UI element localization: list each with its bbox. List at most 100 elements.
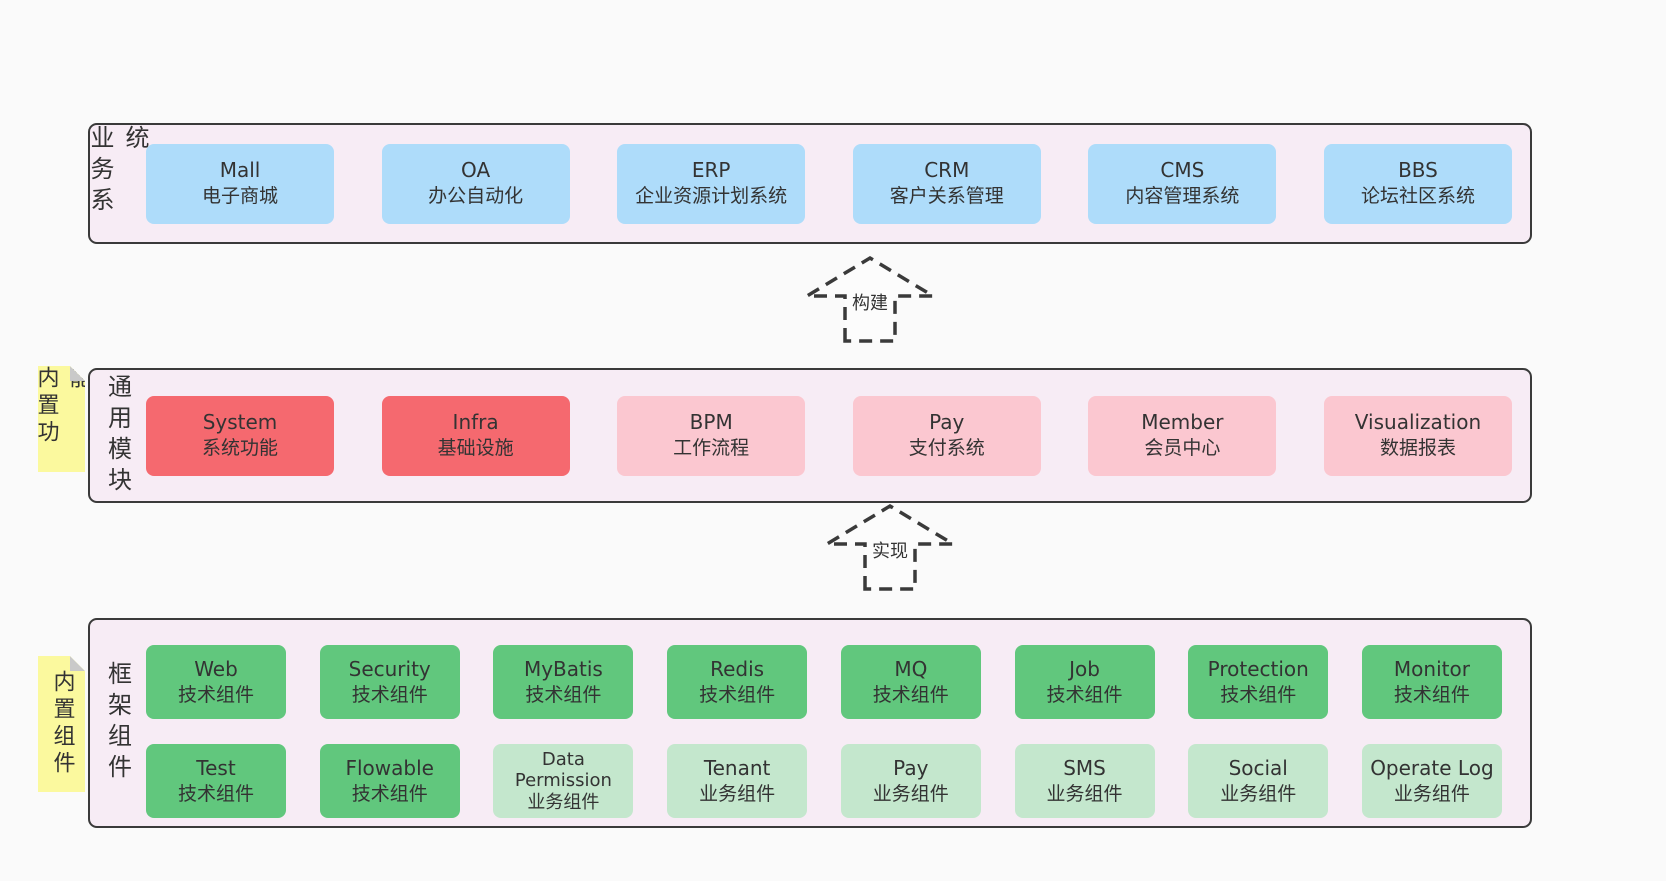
box-title: MQ [894, 656, 928, 681]
box-test: Test 技术组件 [146, 744, 286, 818]
box-subtitle: 技术组件 [351, 683, 428, 706]
box-title: MyBatis [523, 656, 603, 681]
box-title: ERP [691, 158, 731, 183]
box-social: Social 业务组件 [1188, 744, 1329, 818]
box-title: SMS [1063, 755, 1106, 780]
build-arrow-icon: 构建 [800, 255, 940, 343]
box-bpm: BPM 工作流程 [617, 395, 806, 476]
box-title: Security [348, 656, 431, 681]
box-title: Test [196, 755, 236, 780]
box-subtitle: 业务组件 [1393, 782, 1470, 805]
box-sms: SMS 业务组件 [1014, 744, 1155, 818]
box-subtitle: 业务组件 [1046, 782, 1123, 805]
layer-label-components: 框架组件 [103, 661, 132, 785]
box-crm: CRM 客户关系管理 [852, 143, 1041, 224]
box-operate-log: Operate Log 业务组件 [1361, 744, 1502, 818]
box-subtitle: 工作流程 [673, 437, 750, 460]
box-cms: CMS 内容管理系统 [1088, 143, 1277, 224]
box-title: Pay [929, 410, 965, 435]
box-title: Protection [1207, 656, 1309, 681]
sticky-note-builtin-functions: 内置功能 [38, 366, 85, 472]
box-subtitle: 支付系统 [908, 437, 985, 460]
layer-framework-components: 框架组件 Web 技术组件 Security 技术组件 MyBatis 技术组件… [88, 618, 1532, 828]
box-title: Monitor [1393, 656, 1470, 681]
box-bbs: BBS 论坛社区系统 [1323, 143, 1512, 224]
box-title: Tenant [703, 755, 771, 780]
box-job: Job 技术组件 [1014, 645, 1155, 719]
box-subtitle: 数据报表 [1379, 437, 1456, 460]
box-title: Visualization [1354, 410, 1482, 435]
box-title: CRM [924, 158, 970, 183]
implement-arrow-label: 实现 [872, 541, 908, 562]
sticky-label: 内置功能 [33, 366, 59, 447]
box-title: Operate Log [1370, 755, 1494, 780]
box-mq: MQ 技术组件 [840, 645, 981, 719]
business-boxes-row: Mall 电子商城 OA 办公自动化 ERP 企业资源计划系统 CRM 客户关系… [146, 125, 1530, 242]
layer-label-business: 业务系统 [86, 125, 149, 218]
tech-components-row: Web 技术组件 Security 技术组件 MyBatis 技术组件 Redi… [146, 645, 1502, 719]
box-title: CMS [1160, 158, 1205, 183]
box-tenant: Tenant 业务组件 [667, 744, 808, 818]
box-subtitle: 技术组件 [872, 683, 949, 706]
folded-corner-icon [70, 656, 85, 671]
box-subtitle: 客户关系管理 [889, 185, 1004, 208]
box-title: Flowable [345, 755, 434, 780]
box-title: Mall [219, 158, 261, 183]
box-subtitle: 技术组件 [351, 782, 428, 805]
box-subtitle: 业务组件 [1220, 782, 1297, 805]
box-subtitle: 企业资源计划系统 [635, 185, 788, 208]
biz-components-row: Test 技术组件 Flowable 技术组件 Data Permission … [146, 744, 1502, 818]
box-subtitle: 技术组件 [1393, 683, 1470, 706]
box-flowable: Flowable 技术组件 [319, 744, 460, 818]
component-rows: Web 技术组件 Security 技术组件 MyBatis 技术组件 Redi… [146, 620, 1530, 826]
box-mybatis: MyBatis 技术组件 [493, 645, 634, 719]
box-member: Member 会员中心 [1088, 395, 1277, 476]
box-subtitle: 基础设施 [437, 437, 514, 460]
box-title: Web [194, 656, 238, 681]
box-title: Job [1069, 656, 1100, 681]
box-subtitle: 技术组件 [699, 683, 776, 706]
box-subtitle: 电子商城 [201, 185, 278, 208]
box-mall: Mall 电子商城 [146, 143, 334, 224]
box-title: OA [461, 158, 491, 183]
layer-business-systems: 业务系统 Mall 电子商城 OA 办公自动化 ERP 企业资源计划系统 CRM… [86, 123, 1532, 244]
box-protection: Protection 技术组件 [1188, 645, 1329, 719]
box-subtitle: 技术组件 [525, 683, 602, 706]
box-subtitle: 办公自动化 [428, 185, 524, 208]
box-subtitle: 会员中心 [1144, 437, 1221, 460]
box-subtitle: 技术组件 [1220, 683, 1297, 706]
layer-common-modules: 通用模块 System 系统功能 Infra 基础设施 BPM 工作流程 Pay… [88, 368, 1532, 503]
box-subtitle: 技术组件 [177, 782, 254, 805]
box-title: Member [1141, 410, 1224, 435]
folded-corner-icon [70, 366, 85, 381]
box-title: System [202, 410, 278, 435]
box-subtitle: 技术组件 [1046, 683, 1123, 706]
box-subtitle: 内容管理系统 [1125, 185, 1240, 208]
module-boxes-row: System 系统功能 Infra 基础设施 BPM 工作流程 Pay 支付系统… [146, 370, 1530, 501]
layer-label-modules: 通用模块 [103, 373, 132, 498]
box-title: BPM [689, 410, 733, 435]
box-title: Infra [452, 410, 499, 435]
box-web: Web 技术组件 [146, 645, 286, 719]
implement-arrow-icon: 实现 [820, 503, 960, 591]
box-infra: Infra 基础设施 [381, 395, 570, 476]
box-pay-component: Pay 业务组件 [840, 744, 981, 818]
sticky-label: 内置组件 [49, 670, 75, 778]
box-title: BBS [1398, 158, 1438, 183]
box-redis: Redis 技术组件 [667, 645, 808, 719]
box-subtitle: 技术组件 [177, 683, 254, 706]
box-subtitle: 论坛社区系统 [1360, 185, 1475, 208]
box-subtitle: 业务组件 [527, 791, 600, 813]
box-title: Data Permission [514, 749, 612, 792]
box-pay-system: Pay 支付系统 [852, 395, 1041, 476]
box-title: Social [1228, 755, 1288, 780]
sticky-note-builtin-components: 内置组件 [38, 656, 85, 792]
box-security: Security 技术组件 [319, 645, 460, 719]
box-visualization: Visualization 数据报表 [1323, 395, 1512, 476]
box-system: System 系统功能 [146, 395, 334, 476]
box-erp: ERP 企业资源计划系统 [617, 143, 806, 224]
box-oa: OA 办公自动化 [381, 143, 570, 224]
box-title: Pay [893, 755, 929, 780]
build-arrow-label: 构建 [852, 293, 888, 314]
box-subtitle: 业务组件 [699, 782, 776, 805]
